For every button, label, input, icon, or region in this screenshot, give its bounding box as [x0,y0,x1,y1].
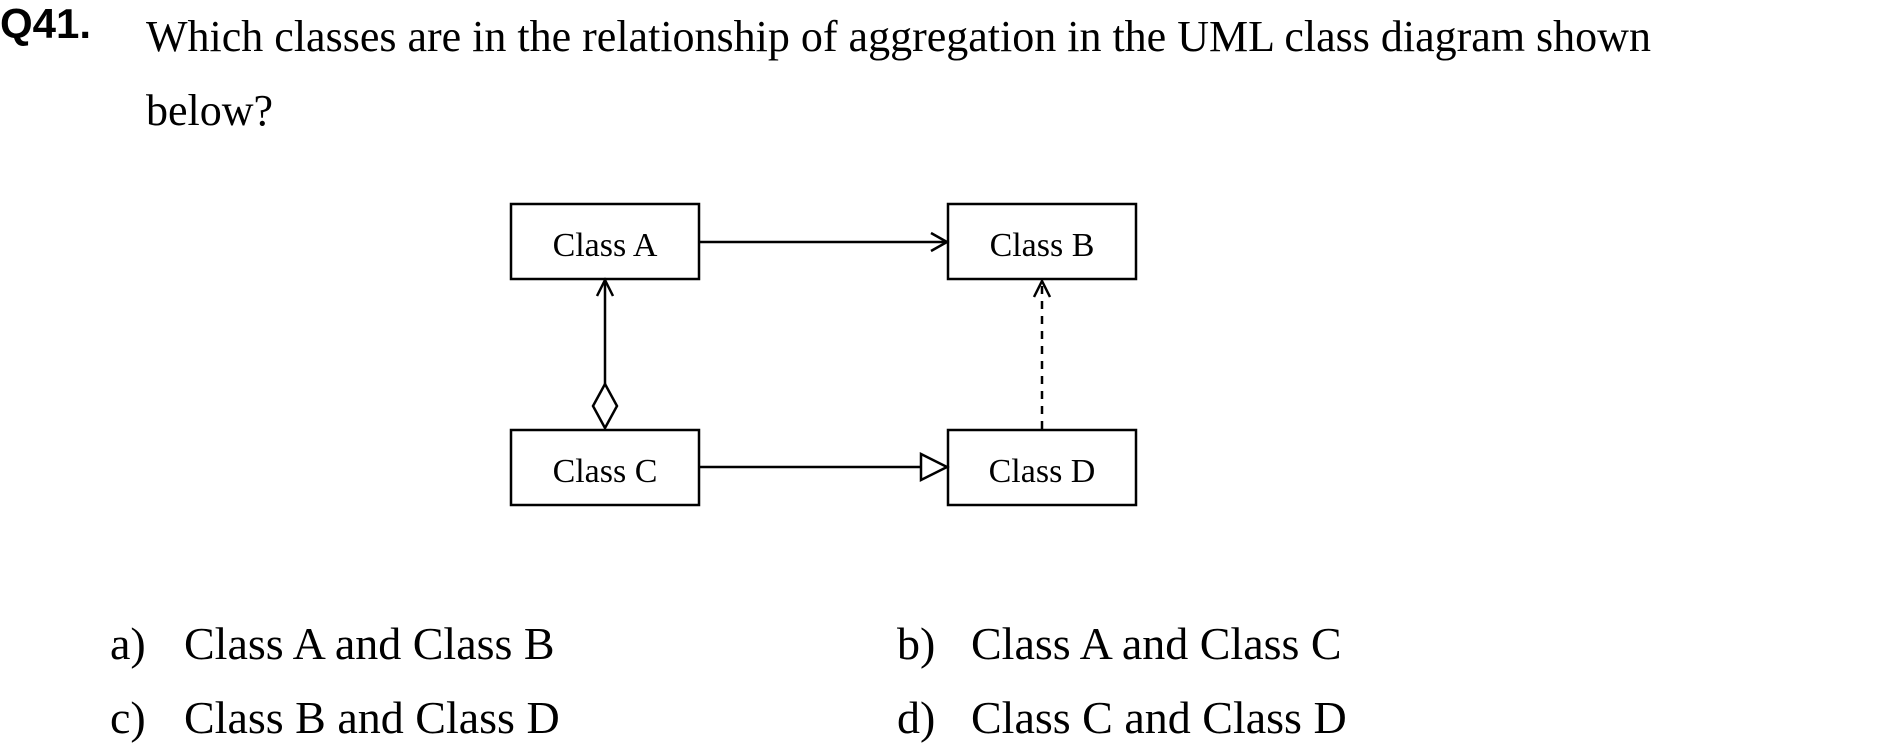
question-text: Which classes are in the relationship of… [146,0,1883,148]
option-d-letter: d) [897,692,936,743]
open-arrowhead [930,231,950,253]
open-arrowhead [1032,278,1052,298]
class-a-label: Class A [553,227,658,264]
class-d-label: Class D [989,453,1096,490]
option-c-text: Class B and Class D [184,692,560,743]
hollow-diamond [591,381,619,431]
option-a-letter: a) [110,618,146,669]
class-b-label: Class B [990,227,1095,264]
class-a-box: Class A [509,202,701,281]
class-d-box: Class D [946,428,1138,507]
question-text-line-1: Which classes are in the relationship of… [146,12,1651,61]
option-c[interactable]: c) Class B and Class D [110,692,560,744]
option-b-text: Class A and Class C [971,618,1342,669]
option-b[interactable]: b) Class A and Class C [897,618,1342,670]
question-text-line-2: below? [146,86,274,135]
option-a-text: Class A and Class B [184,618,555,669]
option-b-letter: b) [897,618,936,669]
open-arrowhead [595,277,615,297]
class-c-box: Class C [509,428,701,507]
aggregation-c-to-a [591,277,619,431]
hollow-triangle [919,451,950,483]
dependency-d-to-b [1032,278,1052,429]
option-a[interactable]: a) Class A and Class B [110,618,555,670]
option-d-text: Class C and Class D [971,692,1347,743]
option-d[interactable]: d) Class C and Class D [897,692,1347,744]
association-a-to-b [699,231,950,253]
question-number: Q41. [0,0,92,47]
option-c-letter: c) [110,692,146,743]
class-b-box: Class B [946,202,1138,281]
generalization-c-to-d [699,451,950,483]
class-c-label: Class C [553,453,658,490]
